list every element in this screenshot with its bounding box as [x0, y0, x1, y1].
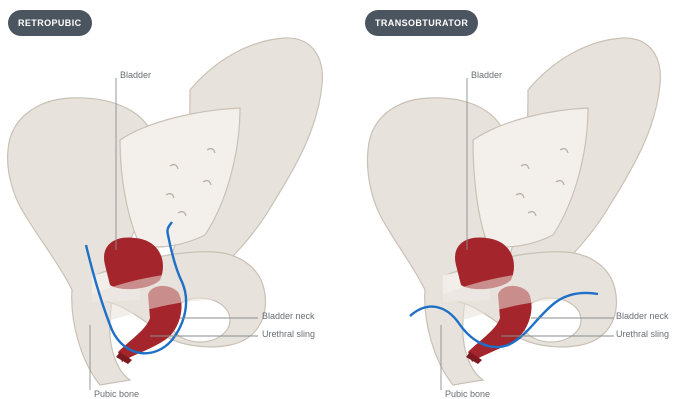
bladder-neck-label: Bladder neck	[262, 311, 315, 321]
urethral-sling-label: Urethral sling	[262, 329, 315, 339]
retropubic-pelvis-illustration	[0, 0, 338, 399]
retropubic-badge: RETROPUBIC	[8, 10, 92, 36]
transobturator-panel: TRANSOBTURATOR Bladder Bladder neck Uret…	[338, 0, 676, 399]
transobturator-badge: TRANSOBTURATOR	[365, 10, 478, 36]
transobturator-pelvis-illustration	[338, 0, 676, 399]
urethral-sling-label: Urethral sling	[616, 329, 669, 339]
bladder-label: Bladder	[471, 70, 502, 80]
pubic-bone-label: Pubic bone	[94, 389, 139, 399]
pubic-bone-label: Pubic bone	[445, 389, 490, 399]
bladder-label: Bladder	[120, 70, 151, 80]
retropubic-panel: RETROPUBIC Bladder Bladder neck Urethral…	[0, 0, 338, 399]
bladder-neck-label: Bladder neck	[616, 311, 669, 321]
